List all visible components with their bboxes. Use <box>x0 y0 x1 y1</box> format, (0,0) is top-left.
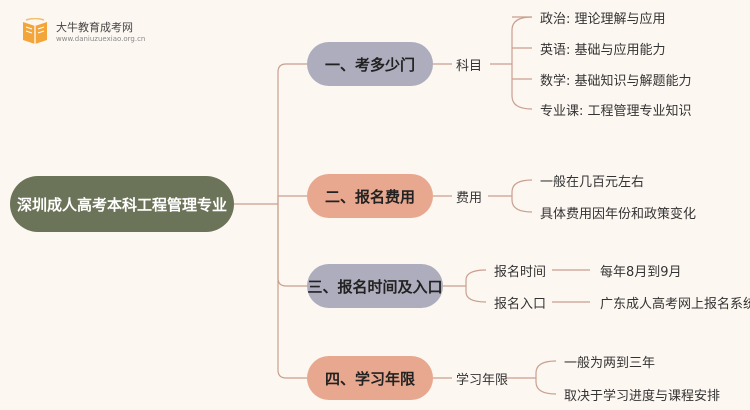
connector-branch-4 <box>277 204 307 379</box>
branch-3-leaf-1: 每年8月到9月 <box>600 265 682 280</box>
branch-3-sublabel-1: 报名时间 <box>494 265 547 280</box>
branch-1-leaf-3: 数学: 基础知识与解题能力 <box>540 74 692 89</box>
logo-url: www.daniuzuexiao.org.cn <box>56 35 146 43</box>
branch-4-leaf-2: 取决于学习进度与课程安排 <box>564 389 721 404</box>
logo-name: 大牛教育成考网 <box>56 21 133 34</box>
connector-b3-items <box>465 269 487 303</box>
branch-node-3: 三、报名时间及入口 <box>307 264 443 308</box>
branch-3-sublabel-2: 报名入口 <box>494 297 547 312</box>
branch-node-2: 二、报名费用 <box>307 174 433 218</box>
branch-1-leaf-1: 政治: 理论理解与应用 <box>540 12 666 27</box>
branch-2-leaf-2: 具体费用因年份和政策变化 <box>540 207 697 222</box>
connector-b1-leaves <box>511 16 533 110</box>
branch-2-sublabel: 费用 <box>456 191 483 206</box>
connector-branch-2 <box>277 195 307 204</box>
branch-1-leaf-4: 专业课: 工程管理专业知识 <box>540 104 692 119</box>
connector-b2-leaves <box>511 179 533 213</box>
branch-4-sublabel: 学习年限 <box>456 373 509 388</box>
branch-1-leaf-2: 英语: 基础与应用能力 <box>540 43 666 58</box>
connector-branch-1 <box>277 63 307 204</box>
connector-branch-3 <box>277 204 307 287</box>
connector-b4-leaves <box>535 360 557 395</box>
branch-node-4: 四、学习年限 <box>307 356 433 400</box>
branch-node-1: 一、考多少门 <box>307 42 433 86</box>
branch-4-leaf-1: 一般为两到三年 <box>564 356 656 371</box>
branch-3-leaf-2: 广东成人高考网上报名系统 <box>600 297 750 312</box>
root-node: 深圳成人高考本科工程管理专业 <box>10 176 234 232</box>
logo-book-icon <box>23 18 47 44</box>
branch-1-sublabel: 科目 <box>456 59 483 74</box>
branch-2-leaf-1: 一般在几百元左右 <box>540 175 645 190</box>
